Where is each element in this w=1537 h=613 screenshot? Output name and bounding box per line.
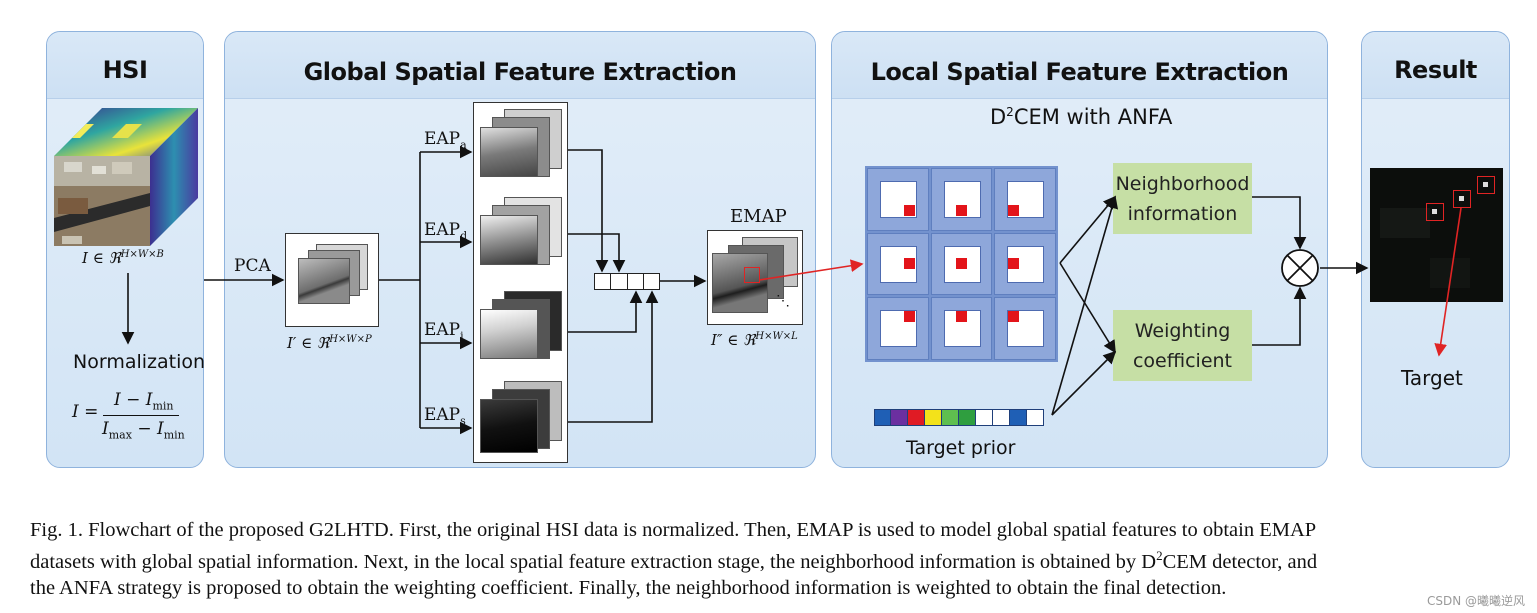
result-panel-header	[1362, 32, 1509, 99]
norm-numerator: I − Imin	[114, 390, 174, 412]
eap-label-s: EAPs	[424, 405, 466, 427]
local-panel-header	[832, 32, 1327, 99]
grid-cell	[930, 232, 993, 296]
hsi-cube-image	[54, 108, 198, 246]
grid-cell	[930, 297, 993, 360]
hsi-title: HSI	[102, 56, 148, 84]
grid-cell	[867, 232, 929, 296]
neighborhood-information-box: Neighborhood information	[1113, 163, 1252, 234]
prior-vector-cell	[942, 409, 959, 426]
prior-vector-cell	[908, 409, 925, 426]
global-title: Global Spatial Feature Extraction	[303, 58, 737, 86]
grid-cell	[994, 297, 1056, 360]
eap-i-text: EAP	[424, 320, 461, 340]
prior-vector-cell	[959, 409, 976, 426]
eap-label-a: EAPa	[424, 129, 467, 151]
multiply-operator-icon	[1281, 249, 1319, 287]
subtitle-pre: D	[990, 105, 1007, 129]
normalization-label: Normalization	[73, 351, 206, 373]
prior-vector-cell	[993, 409, 1010, 426]
weighting-line2: coefficient	[1132, 349, 1233, 372]
weighting-line1: Weighting	[1134, 319, 1231, 342]
hsi-formula-sup: H×W×B	[120, 249, 164, 260]
caption-line-2b: CEM detector, and	[1162, 550, 1318, 573]
norm-den1-sub: max	[108, 428, 132, 442]
grid-cell	[930, 168, 993, 231]
emap-window-marker	[744, 267, 760, 283]
eap-a-text: EAP	[424, 129, 461, 149]
emap-formula-text: I″ ∈ ℜ	[711, 331, 756, 349]
prior-vector-cell	[925, 409, 942, 426]
norm-lhs: I =	[72, 402, 99, 422]
neighborhood-line1: Neighborhood	[1115, 172, 1250, 195]
eap-column-box	[473, 102, 568, 463]
prior-vector-cell	[891, 409, 908, 426]
eap-a-sub: a	[460, 138, 467, 152]
eap-label-i: EAPi	[424, 320, 464, 342]
concat-vector	[594, 273, 660, 290]
target-marker-1	[1426, 203, 1444, 221]
caption-line-2a: datasets with global spatial information…	[30, 550, 1157, 573]
caption-line-2-sup: 2	[1156, 548, 1163, 563]
eap-s-text: EAP	[424, 405, 461, 425]
prior-vector-cell	[1010, 409, 1027, 426]
local-window-grid	[865, 166, 1058, 362]
target-prior-label: Target prior	[906, 437, 1016, 459]
caption-line-2: datasets with global spatial information…	[30, 543, 1508, 575]
prior-vector-cell	[1027, 409, 1044, 426]
hsi-formula-text: I ∈ ℜ	[82, 249, 121, 267]
eap-i-sub: i	[460, 329, 464, 343]
grid-cell	[867, 168, 929, 231]
pca-formula-sup: H×W×P	[329, 334, 372, 345]
target-label: Target	[1401, 366, 1463, 390]
hsi-formula: I ∈ ℜH×W×B	[82, 249, 164, 267]
watermark: CSDN @曦曦逆风	[1426, 594, 1525, 608]
norm-den2-text: − I	[131, 419, 164, 439]
target-marker-2	[1453, 190, 1471, 208]
prior-vector-cell	[976, 409, 993, 426]
eap-s-sub: s	[460, 414, 466, 428]
emap-image-box: ⋱	[707, 230, 803, 325]
pca-formula: I′ ∈ ℜH×W×P	[287, 334, 372, 352]
norm-num-sub: min	[152, 399, 174, 413]
eap-d-text: EAP	[424, 220, 461, 240]
target-prior-vector	[874, 409, 1044, 426]
hsi-panel-header	[47, 32, 203, 99]
norm-den1-text: I	[102, 419, 109, 439]
result-detection-image	[1370, 168, 1503, 302]
pca-label: PCA	[234, 256, 271, 276]
norm-fraction-bar	[103, 415, 179, 416]
caption-line-3: the ANFA strategy is proposed to obtain …	[30, 576, 1227, 599]
emap-formula-sup: H×W×L	[755, 331, 798, 342]
neighborhood-line2: information	[1127, 202, 1238, 225]
local-title: Local Spatial Feature Extraction	[870, 58, 1289, 86]
pca-image-box	[285, 233, 379, 327]
emap-label: EMAP	[730, 206, 787, 227]
prior-vector-cell	[874, 409, 891, 426]
emap-formula: I″ ∈ ℜH×W×L	[711, 331, 798, 349]
result-title: Result	[1394, 56, 1477, 84]
flow-connectors	[121, 145, 1462, 435]
norm-denominator: Imax − Imin	[102, 419, 185, 441]
norm-num-text: I − I	[114, 390, 153, 410]
target-marker-3	[1477, 176, 1495, 194]
subtitle-post: CEM with ANFA	[1013, 105, 1173, 129]
global-panel-header	[225, 32, 815, 99]
grid-cell	[867, 297, 929, 360]
pca-formula-text: I′ ∈ ℜ	[287, 334, 330, 352]
caption-line-1: Fig. 1. Flowchart of the proposed G2LHTD…	[30, 519, 1317, 541]
local-subtitle: D2CEM with ANFA	[990, 105, 1172, 129]
figure-caption: Fig. 1. Flowchart of the proposed G2LHTD…	[30, 517, 1508, 601]
grid-cell	[994, 168, 1056, 231]
norm-den2-sub: min	[163, 428, 185, 442]
hsi-panel: HSI	[46, 31, 204, 468]
grid-cell	[994, 232, 1056, 296]
weighting-coefficient-box: Weighting coefficient	[1113, 310, 1252, 381]
subtitle-sup: 2	[1006, 105, 1014, 119]
